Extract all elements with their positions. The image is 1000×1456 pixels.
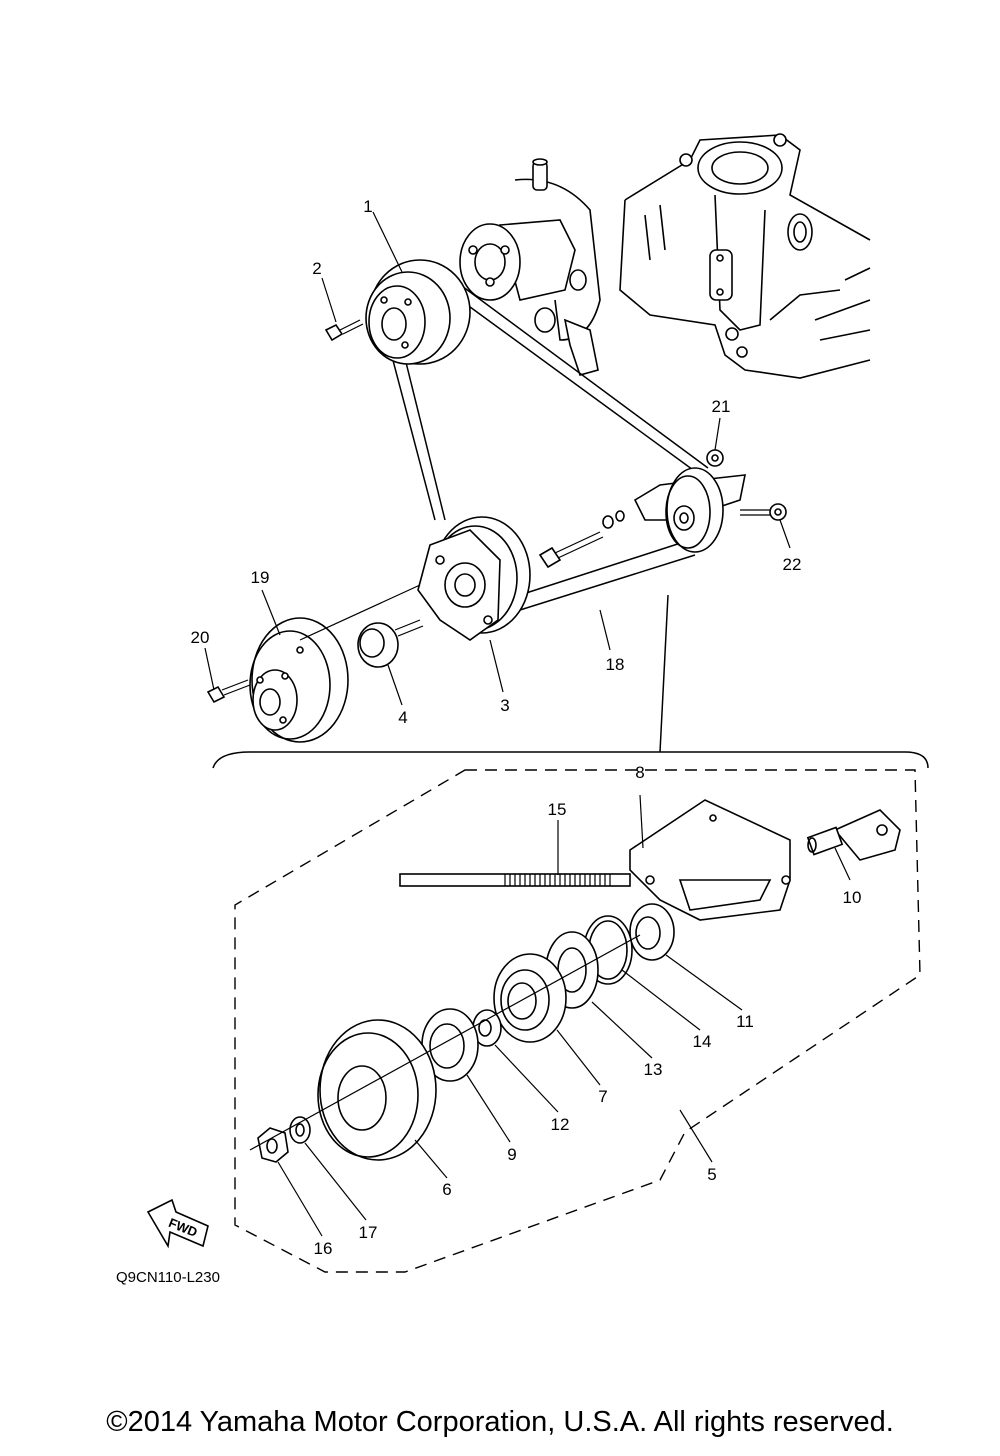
callout-22: 22 bbox=[783, 555, 802, 574]
callout-2: 2 bbox=[312, 259, 321, 278]
water-pump bbox=[459, 158, 601, 376]
washer-17 bbox=[289, 1116, 311, 1144]
copyright-notice: ©2014 Yamaha Motor Corporation, U.S.A. A… bbox=[106, 1406, 894, 1438]
detail-axis-line bbox=[249, 934, 641, 1151]
bolt-2 bbox=[324, 319, 364, 342]
callout-12: 12 bbox=[551, 1115, 570, 1134]
nut-16 bbox=[257, 1127, 289, 1163]
engine-block bbox=[619, 133, 871, 379]
detail-frame bbox=[212, 594, 929, 1273]
callout-16: 16 bbox=[314, 1239, 333, 1258]
callout-19: 19 bbox=[251, 568, 270, 587]
callout-9: 9 bbox=[507, 1145, 516, 1164]
drive-belts bbox=[384, 274, 709, 611]
bolt-20 bbox=[206, 679, 251, 704]
pulley-1 bbox=[365, 259, 471, 365]
callout-4: 4 bbox=[398, 708, 407, 727]
callout-13: 13 bbox=[644, 1060, 663, 1079]
callout-7: 7 bbox=[598, 1087, 607, 1106]
seal-11 bbox=[629, 903, 675, 961]
leader-lines bbox=[204, 211, 851, 1237]
callout-17: 17 bbox=[359, 1223, 378, 1242]
callout-numbers: 1 2 3 4 5 6 7 8 9 10 11 12 13 14 15 16 1… bbox=[191, 197, 862, 1258]
bracket-8 bbox=[629, 799, 791, 921]
callout-14: 14 bbox=[693, 1032, 712, 1051]
callout-21: 21 bbox=[712, 397, 731, 416]
idler-pulley-6 bbox=[317, 1019, 437, 1161]
callout-8: 8 bbox=[635, 763, 644, 782]
diagram-code: Q9CN110-L230 bbox=[116, 1269, 220, 1286]
callout-11: 11 bbox=[736, 1012, 754, 1031]
callout-5: 5 bbox=[707, 1165, 716, 1184]
callout-6: 6 bbox=[442, 1180, 451, 1199]
callout-15: 15 bbox=[548, 800, 567, 819]
pulley-19 bbox=[249, 617, 349, 743]
callout-1: 1 bbox=[363, 197, 372, 216]
callout-3: 3 bbox=[500, 696, 509, 715]
adjuster-10 bbox=[806, 809, 901, 861]
callout-10: 10 bbox=[843, 888, 862, 907]
shaft-axis-line bbox=[299, 584, 421, 641]
tension-bolt bbox=[538, 510, 625, 569]
tension-rod-15 bbox=[399, 873, 631, 887]
callout-18: 18 bbox=[606, 655, 625, 674]
idler-assembly bbox=[633, 449, 787, 553]
bearing-7 bbox=[493, 953, 567, 1043]
bolt-4 bbox=[357, 619, 424, 668]
fwd-arrow-icon: FWD bbox=[146, 1198, 209, 1249]
callout-20: 20 bbox=[191, 628, 210, 647]
crank-pulley-3 bbox=[417, 516, 531, 641]
